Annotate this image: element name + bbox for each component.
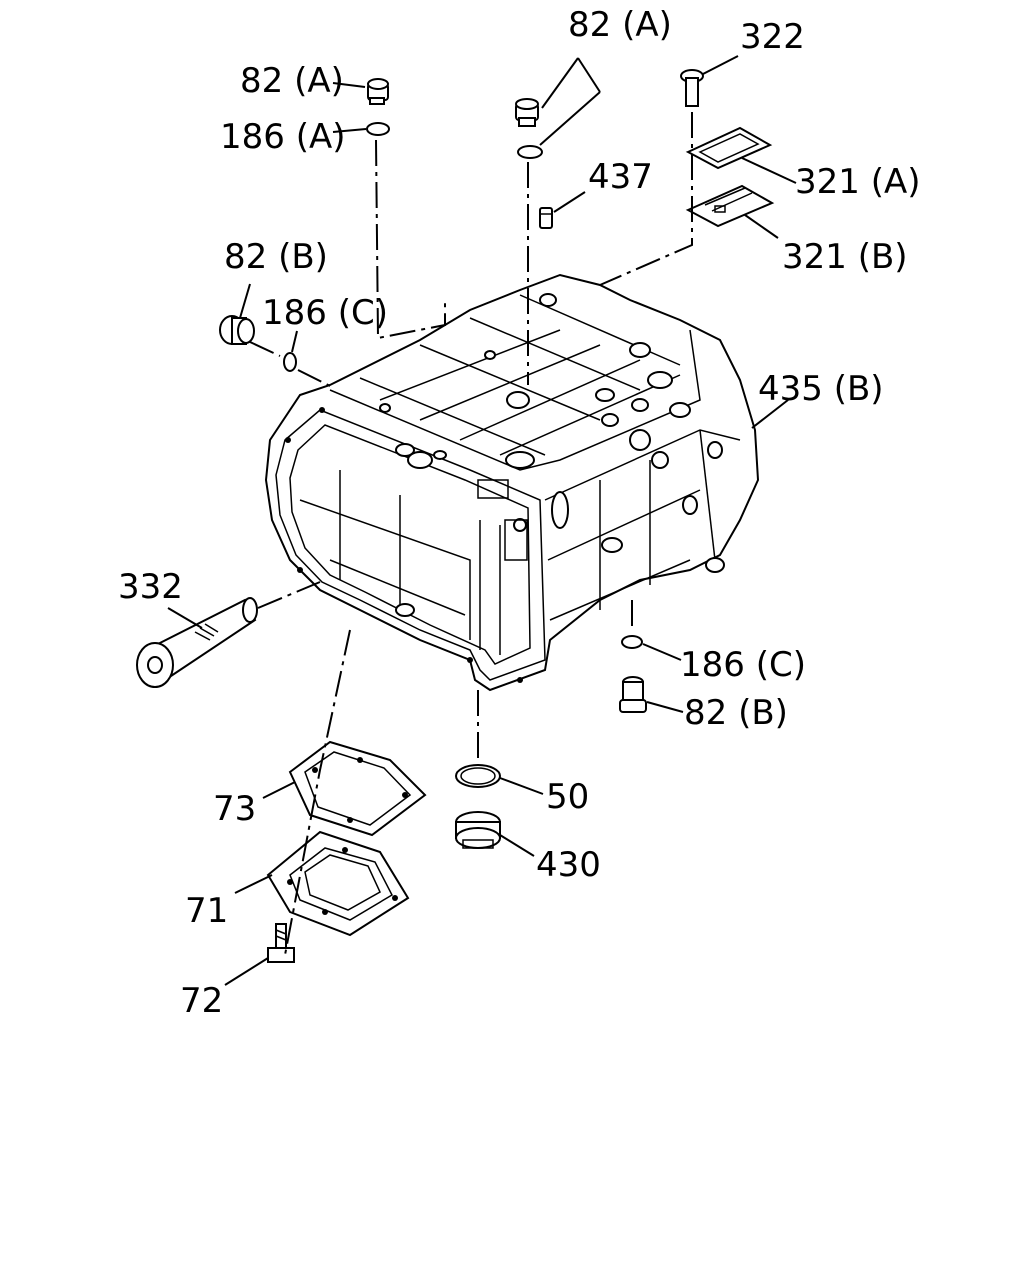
label-72: 72: [180, 981, 223, 1021]
transmission-case: [264, 273, 760, 692]
plate-321b: [685, 184, 775, 228]
label-186c-left: 186 (C): [262, 293, 388, 333]
breather-437: [539, 207, 553, 229]
label-50: 50: [546, 777, 589, 817]
washer-186a: [366, 122, 390, 136]
label-322: 322: [740, 17, 805, 57]
bolt-322: [680, 69, 704, 107]
label-82a-left: 82 (A): [240, 61, 344, 101]
label-82b-left: 82 (B): [224, 237, 328, 277]
label-437: 437: [588, 157, 653, 197]
cover-71: [266, 830, 410, 937]
pipe-332: [136, 597, 258, 688]
label-71: 71: [185, 891, 228, 931]
label-186a: 186 (A): [220, 117, 346, 157]
washer-186c-left: [283, 352, 297, 372]
label-186c-right: 186 (C): [680, 645, 806, 685]
plug-430: [455, 811, 501, 849]
label-82b-right: 82 (B): [684, 693, 788, 733]
label-435b: 435 (B): [758, 369, 884, 409]
washer-186c-right: [621, 635, 643, 649]
label-321b: 321 (B): [782, 237, 908, 277]
plug-82a-left: [367, 78, 389, 105]
plug-82a-top: [515, 98, 539, 127]
assembly-lines: [249, 112, 693, 956]
leader-lines: [167, 55, 797, 986]
label-430: 430: [536, 845, 601, 885]
plug-82b-right: [619, 676, 647, 713]
label-73: 73: [213, 789, 256, 829]
plate-321a: [685, 126, 773, 170]
label-332: 332: [118, 567, 183, 607]
washer-under-plug-82a-top: [517, 145, 543, 159]
bolt-72: [267, 923, 295, 963]
label-82a-top: 82 (A): [568, 5, 672, 45]
gasket-73: [288, 740, 427, 837]
label-321a: 321 (A): [795, 162, 921, 202]
plug-82b-left: [219, 315, 255, 345]
